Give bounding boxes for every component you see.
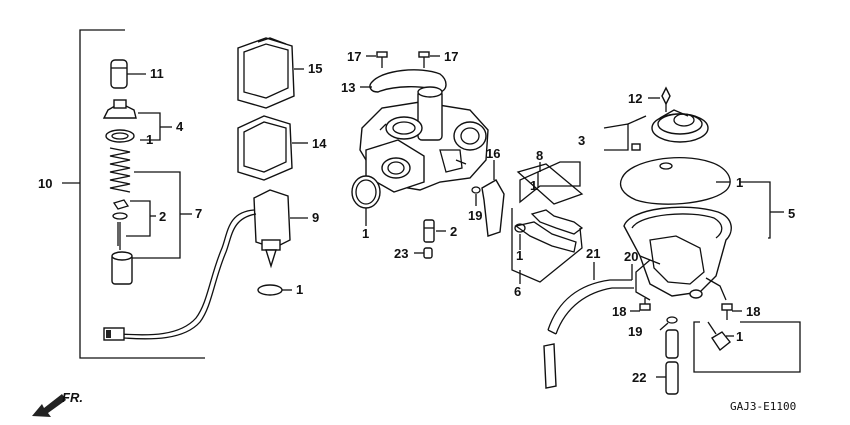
callout-16: 16 [486, 146, 500, 161]
callout-6: 6 [514, 284, 521, 299]
callout-23: 23 [394, 246, 408, 261]
callout-2a: 2 [159, 209, 166, 224]
part-14-cover [237, 115, 308, 181]
bracket-10 [62, 29, 205, 359]
part-22-tubes [656, 329, 679, 395]
oring-1-body [351, 175, 381, 226]
part-4-top [102, 99, 172, 143]
part-9-sensor [103, 189, 308, 341]
callout-8: 8 [536, 148, 543, 163]
bracket-5 [740, 181, 784, 239]
callout-17b: 17 [444, 49, 458, 64]
part-11-cap [110, 59, 146, 89]
callout-20: 20 [624, 249, 638, 264]
callout-1g: 1 [736, 329, 743, 344]
callout-15: 15 [308, 61, 322, 76]
part-2-needle [112, 199, 156, 250]
part-6-assembly [511, 208, 583, 284]
carburetor-body [359, 86, 489, 193]
callout-18a: 18 [612, 304, 626, 319]
callout-5: 5 [788, 206, 795, 221]
callout-19b: 19 [628, 324, 642, 339]
callout-1f: 1 [736, 175, 743, 190]
callout-21: 21 [586, 246, 600, 261]
part-19-clip-lower [659, 316, 678, 331]
callout-19a: 19 [468, 208, 482, 223]
part-17-screws [366, 51, 440, 68]
diagram-code: GAJ3-E1100 [730, 400, 796, 413]
callout-7: 7 [195, 206, 202, 221]
callout-1b: 1 [296, 282, 303, 297]
callout-10: 10 [38, 176, 52, 191]
float-bowl [623, 206, 732, 301]
callout-13: 13 [341, 80, 355, 95]
part-2-jet [423, 219, 446, 243]
callout-1e: 1 [516, 248, 523, 263]
callout-1a: 1 [146, 132, 153, 147]
tube-segment [543, 343, 557, 389]
callout-12: 12 [628, 91, 642, 106]
throttle-valve [111, 251, 133, 285]
part-12-valve [648, 86, 671, 112]
lower-frame [693, 321, 801, 373]
callout-11: 11 [150, 66, 164, 81]
part-21-tube [547, 262, 634, 335]
callout-14: 14 [312, 136, 327, 151]
callout-18b: 18 [746, 304, 760, 319]
part-15-cover [237, 37, 304, 109]
front-arrow-icon [32, 394, 66, 417]
callout-1c: 1 [362, 226, 369, 241]
part-3-float-assembly [603, 109, 709, 151]
callout-17a: 17 [347, 49, 361, 64]
part-8-assembly [516, 161, 584, 235]
callout-9: 9 [312, 210, 319, 225]
callout-4: 4 [176, 119, 184, 134]
bowl-gasket [619, 157, 731, 205]
front-marker: FR. [62, 390, 83, 405]
callout-22: 22 [632, 370, 646, 385]
part-23-jet [414, 247, 433, 259]
part-19-clip [471, 186, 481, 206]
part-1-screw [707, 321, 734, 352]
part-7-spring [109, 147, 192, 259]
callout-1d: 1 [530, 178, 537, 193]
callout-2b: 2 [450, 224, 457, 239]
part-18-screws [630, 298, 742, 320]
part-16-elbow [481, 160, 505, 237]
callout-3: 3 [578, 133, 585, 148]
